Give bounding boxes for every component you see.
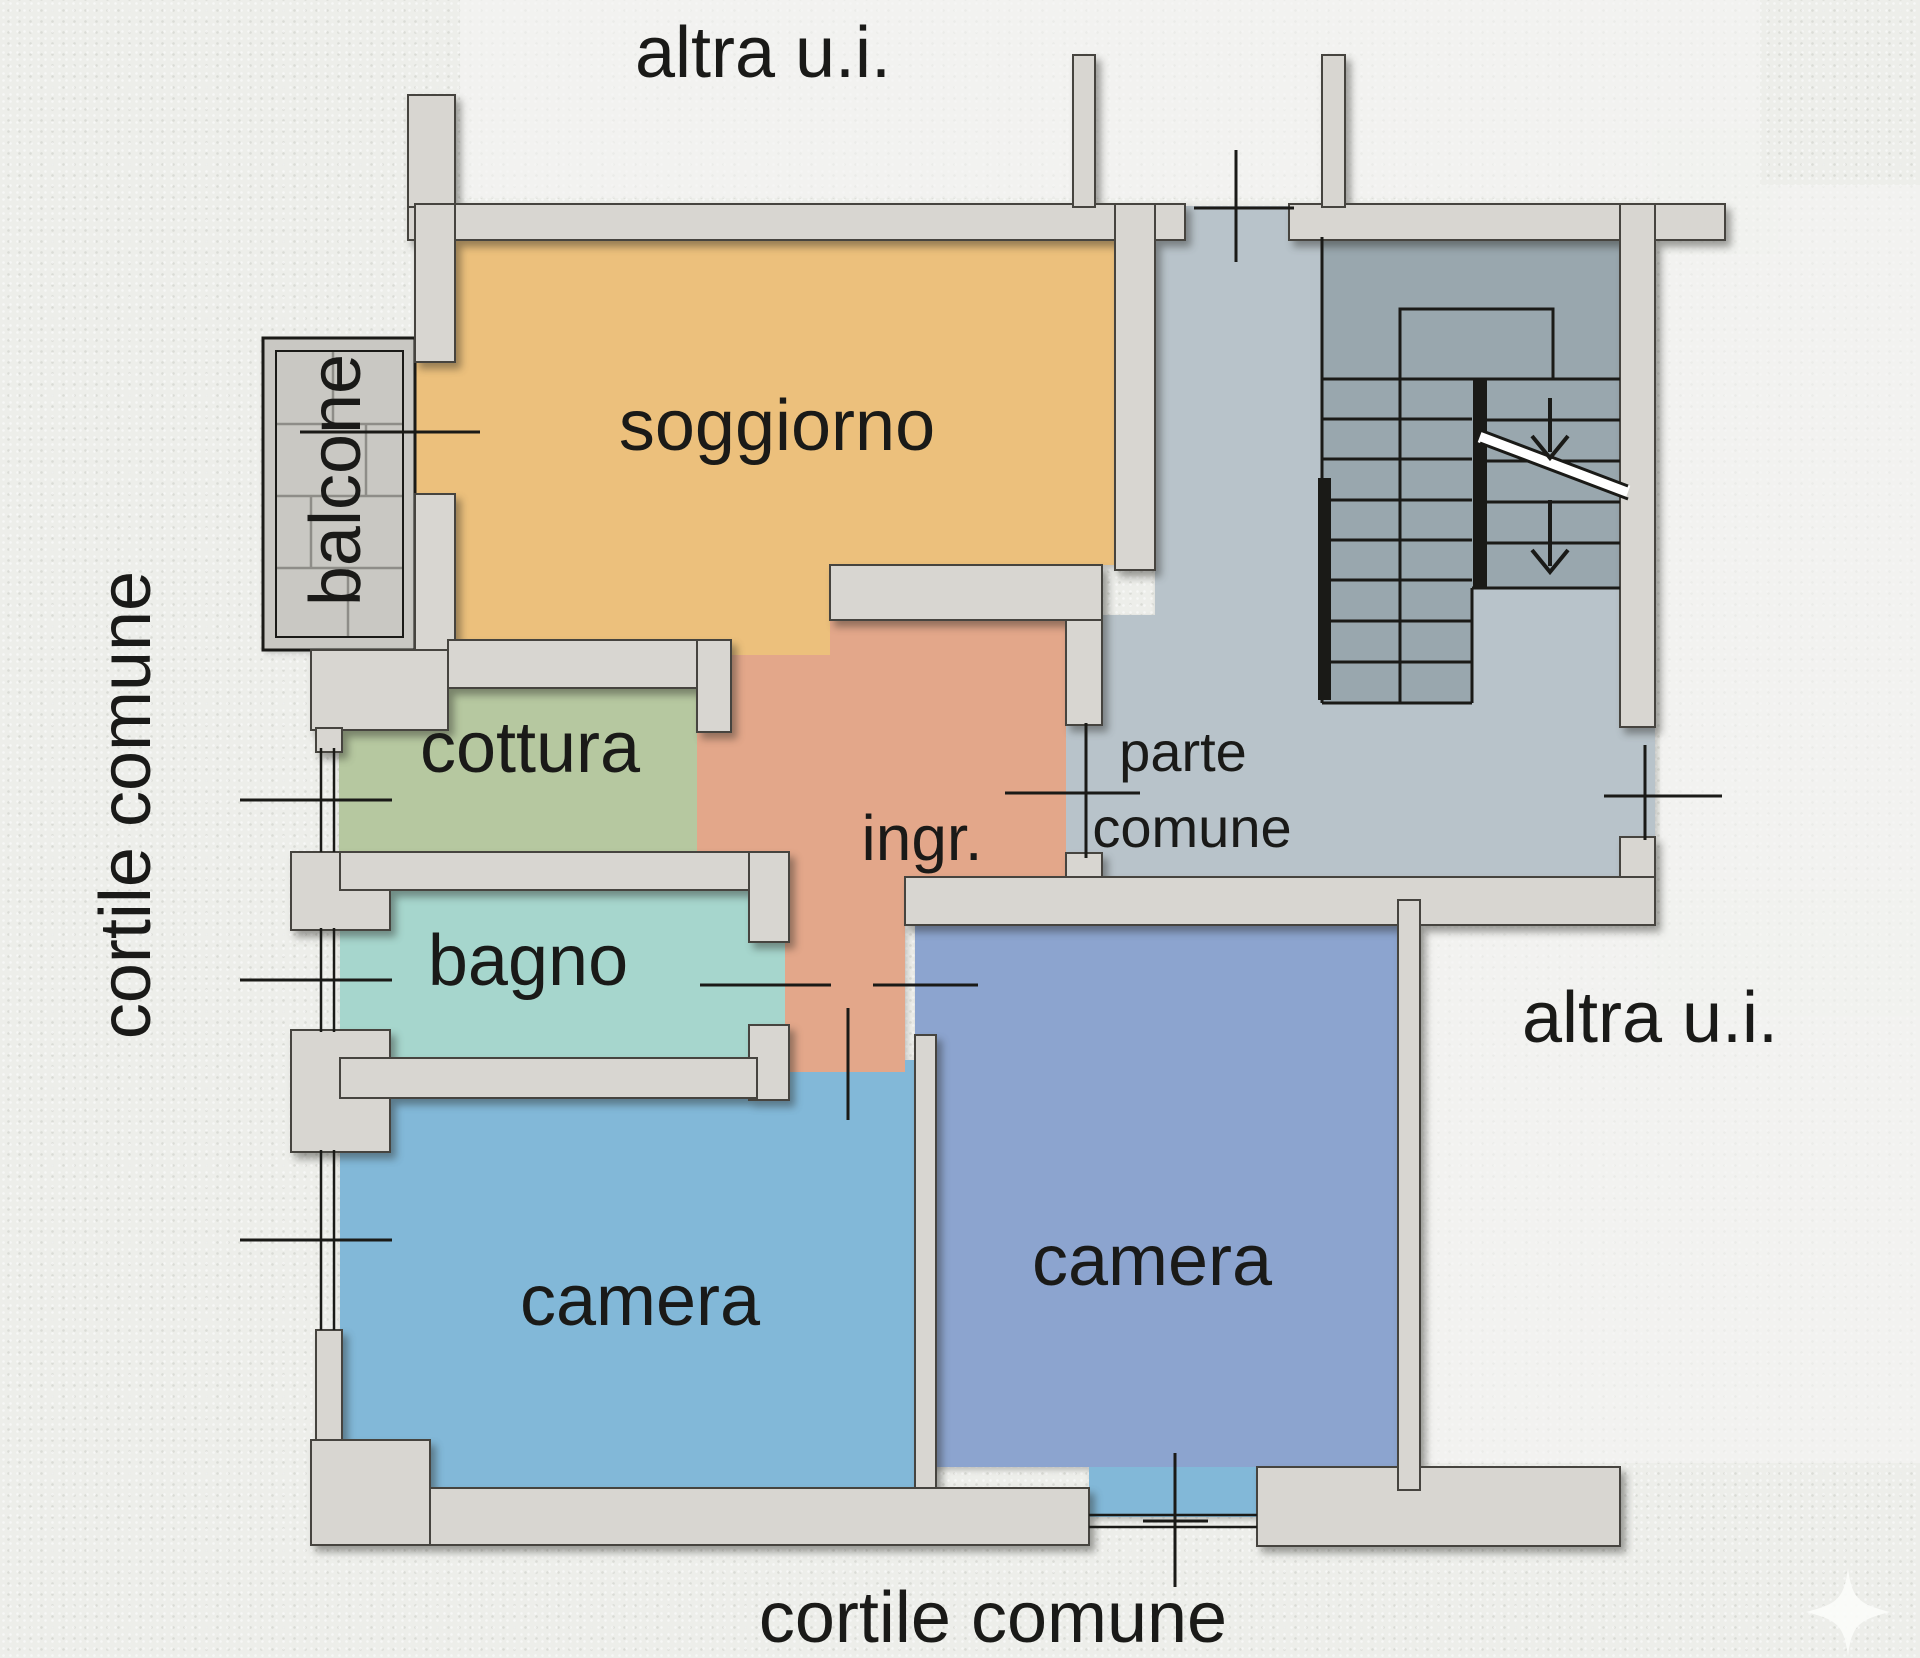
label-camera-left: camera xyxy=(520,1261,761,1341)
labels: altra u.i. altra u.i. cortile comune cor… xyxy=(86,13,1778,1658)
wall-bagno-camera xyxy=(339,1057,758,1099)
balcone-tiles xyxy=(276,351,403,637)
wall-soggiorno-left-upper xyxy=(414,203,456,363)
glass-cottura-window xyxy=(319,748,336,852)
glass-camera-left-window xyxy=(319,1150,336,1330)
wall-balcone-step xyxy=(310,649,449,731)
label-neighbor-top: altra u.i. xyxy=(635,13,891,93)
room-ingresso xyxy=(711,620,1066,1072)
opening-bagno-door-floor xyxy=(749,940,785,1025)
wall-soggiorno-right xyxy=(1114,203,1156,571)
wall-top-left xyxy=(407,203,1186,241)
wall-stub-top-mid xyxy=(1072,54,1096,208)
label-neighbor-right: altra u.i. xyxy=(1522,978,1778,1058)
wall-camera-right-top xyxy=(904,876,1656,926)
mark-right-door xyxy=(1604,745,1722,840)
wall-stub-top-left xyxy=(407,94,456,208)
room-camera-left xyxy=(340,1060,915,1490)
door-window-marks xyxy=(240,150,1722,1587)
balcone-inner-frame xyxy=(275,350,404,638)
exterior-patch-right xyxy=(1660,185,1920,935)
sparkle-icon xyxy=(1806,1568,1890,1656)
label-ingresso: ingr. xyxy=(862,802,983,874)
walls xyxy=(290,54,1726,1547)
wall-top-right xyxy=(1288,203,1726,241)
opening-right-door-floor xyxy=(1620,727,1655,837)
exterior-areas xyxy=(460,0,1920,1463)
wall-left-thin-b xyxy=(315,1329,343,1446)
stair-landing-outline xyxy=(1398,307,1555,379)
down-arrow-icon xyxy=(1530,500,1570,576)
glass-bagno-window xyxy=(319,928,336,1032)
stair-treads-left-flight xyxy=(1322,379,1472,703)
wall-bottom-left xyxy=(419,1487,1090,1546)
wall-camera-divider xyxy=(914,1034,937,1491)
wall-soggiorno-left-lower xyxy=(414,493,456,665)
opening-bottom-window-floor xyxy=(1089,1467,1257,1517)
label-bagno: bagno xyxy=(428,921,628,1001)
exterior-patch-top xyxy=(460,0,1760,198)
label-parte-comune-line2: comune xyxy=(1092,796,1291,859)
wall-cottura-bagno xyxy=(339,851,790,891)
room-soggiorno xyxy=(455,240,1115,655)
mark-parte-comune-door xyxy=(1005,723,1140,858)
wall-group xyxy=(290,54,1726,1547)
label-courtyard-left: cortile comune xyxy=(86,571,166,1039)
glass-bottom-window xyxy=(1089,1513,1257,1529)
balcone-tile-joints xyxy=(276,351,403,637)
wall-corner-bottom-left xyxy=(310,1439,431,1546)
stair-break-edge-top xyxy=(1479,428,1629,488)
stair-break-line xyxy=(1477,428,1631,501)
opening-cottura-door-floor xyxy=(697,730,731,855)
label-balcone: balcone xyxy=(296,354,376,606)
wall-right-corner xyxy=(1619,836,1656,878)
balcone-floor xyxy=(263,338,415,650)
wall-soggiorno-ingresso-L xyxy=(829,564,1103,621)
stair-break-core xyxy=(1477,429,1631,499)
stair-break-edge-bottom xyxy=(1479,441,1629,501)
wall-camera-right-side xyxy=(1397,899,1421,1491)
opening-parte-comune-door-floor xyxy=(1066,725,1102,853)
stair-direction-arrows xyxy=(1530,398,1570,576)
label-parte-comune-line1: parte xyxy=(1119,720,1247,783)
label-cottura: cottura xyxy=(420,708,641,788)
label-camera-right: camera xyxy=(1032,1221,1273,1301)
window-glass-lines xyxy=(319,748,1257,1529)
stair-rail-left xyxy=(1318,478,1331,700)
wall-cottura-top xyxy=(447,639,732,689)
wall-parte-door-upper xyxy=(1065,619,1103,726)
room-bagno xyxy=(340,890,785,1060)
wall-cottura-right xyxy=(696,639,732,733)
stair-outline xyxy=(1320,237,1620,705)
mark-top-entry-door xyxy=(1194,150,1294,262)
label-courtyard-bottom: cortile comune xyxy=(759,1578,1227,1658)
wall-bagno-jamb-upper xyxy=(748,851,790,943)
mark-bottom-window xyxy=(1143,1453,1208,1587)
room-cottura xyxy=(339,688,697,855)
exterior-patch-bottom-right xyxy=(1424,928,1920,1463)
down-arrow-icon xyxy=(1530,398,1570,462)
stair-rail-center xyxy=(1473,379,1487,588)
room-camera-right xyxy=(915,925,1398,1467)
wall-stub-top-stair xyxy=(1321,54,1346,208)
label-soggiorno: soggiorno xyxy=(619,386,935,466)
wall-right xyxy=(1619,203,1656,728)
wall-bottom-right xyxy=(1256,1466,1621,1547)
room-floors xyxy=(263,206,1655,1517)
opening-balcone-door-floor xyxy=(415,360,455,495)
